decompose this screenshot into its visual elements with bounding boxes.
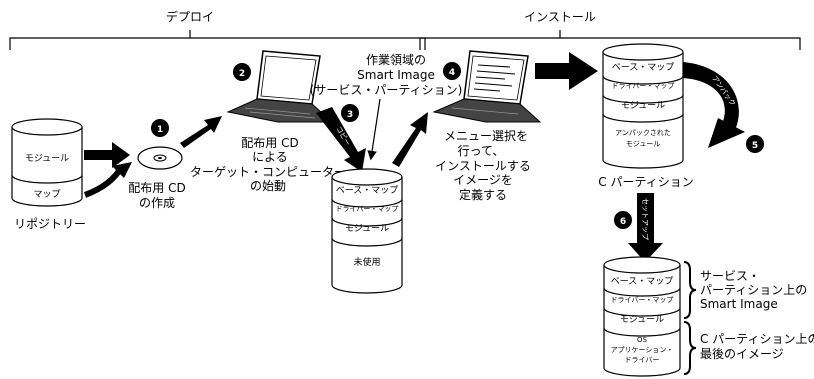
step-4-badge: 4 (443, 62, 461, 80)
step-2-label-line1: 配布用 CD (241, 136, 298, 150)
step-3-badge: 3 (341, 104, 359, 122)
final-os-line1: OS (637, 336, 648, 344)
final-os-line2: アプリケーション・ (611, 346, 674, 354)
service-to-laptop-arrow (392, 112, 428, 167)
upper-brace-line2: パーティション上の (700, 283, 807, 297)
svg-text:2: 2 (239, 69, 245, 79)
step-2-label-line2: による (252, 150, 288, 164)
svg-text:3: 3 (347, 110, 353, 120)
cpart-module: モジュール (621, 101, 665, 111)
upper-brace (683, 261, 697, 319)
step-4-label-line1: メニュー選択を (444, 129, 528, 143)
step-4-label-line3: インストールする (435, 159, 531, 173)
setup-arrow-label: セットアップ (641, 198, 649, 240)
service-module: モジュール (345, 224, 389, 234)
svg-text:1: 1 (157, 125, 163, 135)
work-area-pointer (367, 98, 381, 161)
svg-text:6: 6 (620, 217, 626, 227)
deploy-label: デプロイ (166, 9, 214, 24)
step-5-badge: 5 (746, 135, 764, 153)
repository-module-label: モジュール (25, 154, 69, 164)
install-label: インストール (524, 10, 596, 24)
step-4-label-line4: イメージを (453, 173, 513, 187)
c-partition-cylinder: ベース・マップ ドライバー・マップ モジュール アンパックされた モジュール (602, 43, 684, 169)
svg-text:5: 5 (752, 141, 758, 151)
work-area-line3: (サービス・パーティション) (310, 83, 463, 97)
deploy-bracket: デプロイ (9, 9, 426, 50)
step-2-badge: 2 (233, 63, 251, 81)
upper-brace-line1: サービス・ (700, 269, 760, 283)
step-2-label-line4: の始動 (250, 179, 286, 193)
work-area-line1: 作業領域の (366, 52, 426, 67)
final-driver-map: ドライバー・マップ (611, 296, 674, 304)
final-module: モジュール (620, 315, 664, 325)
install-bracket: インストール (419, 10, 801, 50)
svg-text:4: 4 (449, 68, 455, 78)
service-unused: 未使用 (353, 256, 380, 268)
c-partition-label: C パーティション (598, 175, 693, 189)
laptop-2-icon (226, 50, 334, 123)
work-area-line2: Smart Image (357, 68, 435, 82)
service-base-map: ベース・マップ (336, 185, 399, 196)
cd-icon (137, 146, 183, 170)
copy-arrow: コピー (316, 107, 366, 172)
service-driver-map: ドライバー・マップ (336, 205, 399, 213)
step-2-label-line3: ターゲット・コンピューター (190, 165, 346, 179)
step-6-badge: 6 (614, 211, 632, 229)
cpart-driver-map: ドライバー・マップ (612, 82, 675, 90)
cpart-unpacked-line1: アンパックされた (615, 129, 671, 137)
service-partition-cylinder: ベース・マップ ドライバー・マップ モジュール 未使用 (331, 168, 403, 294)
cd-to-laptop-arrow (180, 116, 222, 148)
repo-to-cd-curve-arrowhead (112, 162, 132, 178)
step-4-label-line2: 行って、 (458, 144, 505, 158)
step-1-label-line2: の作成 (139, 196, 175, 210)
upper-brace-line3: Smart Image (700, 297, 778, 311)
final-os-line3: ドライバー (625, 356, 660, 364)
repository-label: リポジトリー (14, 217, 86, 231)
setup-arrow: セットアップ (628, 193, 663, 262)
repo-to-cd-arrow (84, 142, 130, 168)
final-base-map: ベース・マップ (611, 276, 674, 287)
step-1-badge: 1 (151, 119, 169, 137)
step-1-label-line1: 配布用 CD (128, 181, 185, 195)
laptop-4-icon (432, 50, 542, 123)
repository-map-label: マップ (33, 189, 60, 200)
laptop-to-cpartition-arrow (535, 52, 598, 90)
cpart-unpacked-line2: モジュール (626, 140, 661, 148)
lower-brace-line1: C パーティション上の (700, 332, 814, 346)
unpack-arrow: アンパック (683, 62, 745, 148)
cpart-base-map: ベース・マップ (612, 62, 675, 73)
repository-cylinder: モジュール マップ (11, 118, 83, 207)
final-image-cylinder: ベース・マップ ドライバー・マップ モジュール OS アプリケーション・ ドライ… (603, 256, 681, 377)
lower-brace (683, 321, 697, 375)
step-4-label-line5: 定義する (459, 187, 507, 202)
lower-brace-line2: 最後のイメージ (700, 347, 784, 361)
